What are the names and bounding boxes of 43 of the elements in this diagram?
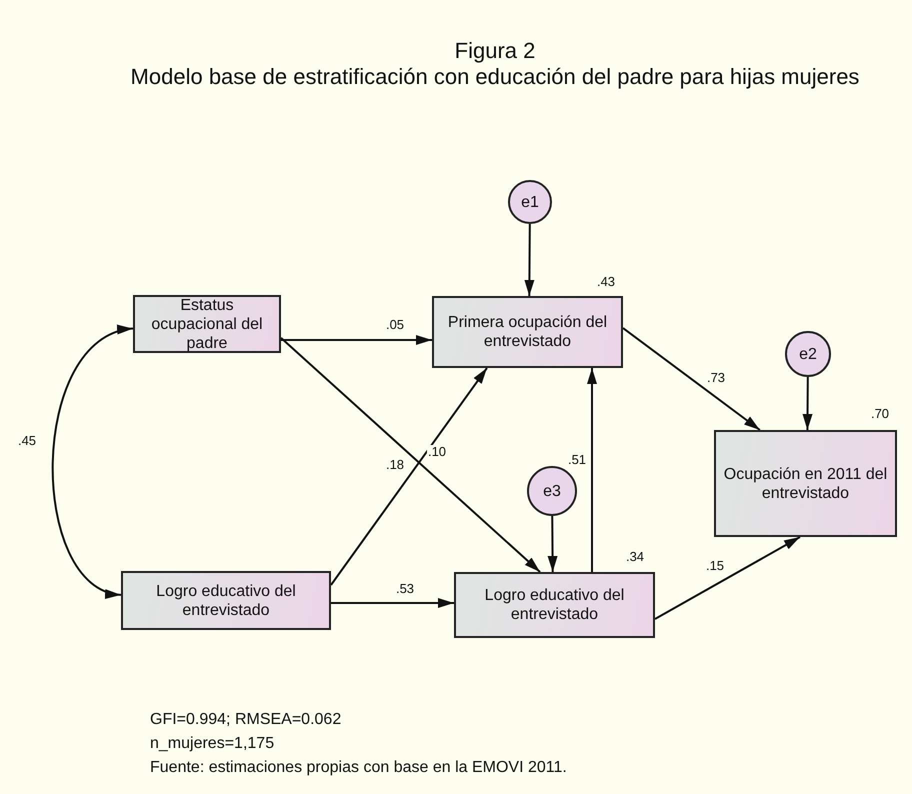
r-squared-value: .43 <box>596 275 616 289</box>
error-term-circle <box>508 180 552 224</box>
node-label: e1 <box>520 192 540 212</box>
source-note: Fuente: estimaciones propias con base en la EMOVI 2011. <box>150 758 567 778</box>
arrow <box>802 377 813 430</box>
arrow <box>280 337 541 573</box>
coefficient-label: .73 <box>706 371 726 385</box>
error-term-circle <box>527 466 577 516</box>
node-label: e3 <box>542 482 562 500</box>
node-label: Logro educativo del entrevistado <box>484 586 626 624</box>
coefficient-label: .15 <box>704 559 726 573</box>
r-squared-value: .34 <box>626 550 644 564</box>
coefficient-label: .45 <box>16 434 38 448</box>
arrow <box>281 335 432 345</box>
figure-subtitle: Modelo base de estratificación con educación del padre para hijas mujeres <box>130 64 860 89</box>
node-label: Logro educativo del entrevistado <box>155 582 297 620</box>
sample-size-note: n_mujeres=1,175 <box>150 734 274 754</box>
node-label: Primera ocupación del entrevistado <box>446 313 608 351</box>
variable-box <box>454 572 655 638</box>
arrow <box>587 368 597 572</box>
variable-box <box>133 295 281 353</box>
arrow <box>654 536 800 620</box>
arrow <box>330 367 488 586</box>
node-label: Estatus ocupacional del padre <box>150 296 264 352</box>
error-term-circle <box>785 331 831 377</box>
r-squared-value: .70 <box>870 407 890 421</box>
arrow <box>524 224 534 296</box>
fit-statistics: GFI=0.994; RMSEA=0.062 <box>150 710 342 730</box>
node-label: Ocupación en 2011 del entrevistado <box>722 464 888 502</box>
coefficient-label: .18 <box>384 458 406 472</box>
arrow <box>52 328 134 596</box>
arrow <box>548 516 558 572</box>
arrow <box>622 327 760 431</box>
variable-box <box>714 430 897 537</box>
arrow <box>331 598 454 608</box>
coefficient-label: .51 <box>566 453 588 467</box>
variable-box <box>121 571 331 630</box>
node-label: e2 <box>798 344 818 364</box>
coefficient-label: .53 <box>394 582 416 596</box>
figure-title: Figura 2 <box>454 38 536 63</box>
variable-box <box>432 296 623 368</box>
coefficient-label: .05 <box>384 318 406 332</box>
coefficient-label: .10 <box>426 445 448 459</box>
